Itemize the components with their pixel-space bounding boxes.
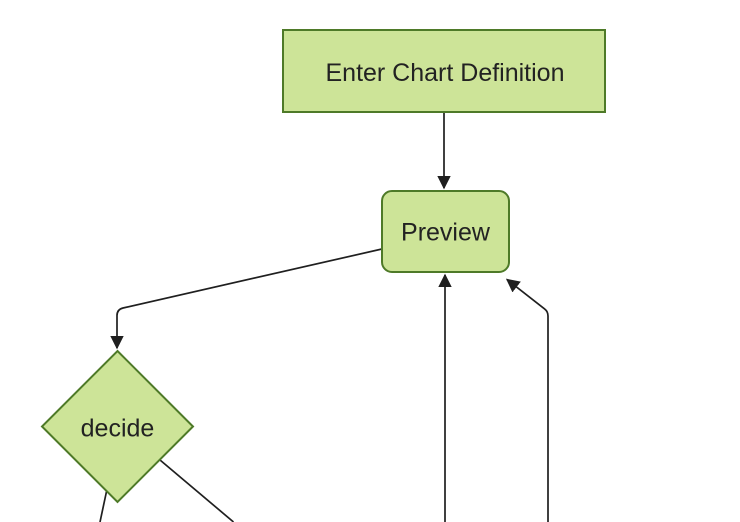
node-preview-label: Preview — [401, 219, 491, 247]
node-decide-label: decide — [81, 415, 155, 443]
edge-preview-to-decide — [110, 248, 383, 350]
edge-decide-branch-left — [99, 491, 108, 522]
node-enter-chart-definition-label: Enter Chart Definition — [325, 59, 564, 87]
edge-decide-branch-right — [159, 459, 235, 522]
node-decide-shape — [40, 349, 195, 504]
node-decide: decide — [40, 349, 195, 504]
node-enter-chart-definition: Enter Chart Definition — [282, 29, 606, 113]
node-preview-shape — [381, 190, 510, 273]
edge-return-to-preview-right — [505, 278, 549, 522]
node-enter-chart-definition-shape — [282, 29, 606, 113]
node-preview: Preview — [381, 190, 510, 273]
